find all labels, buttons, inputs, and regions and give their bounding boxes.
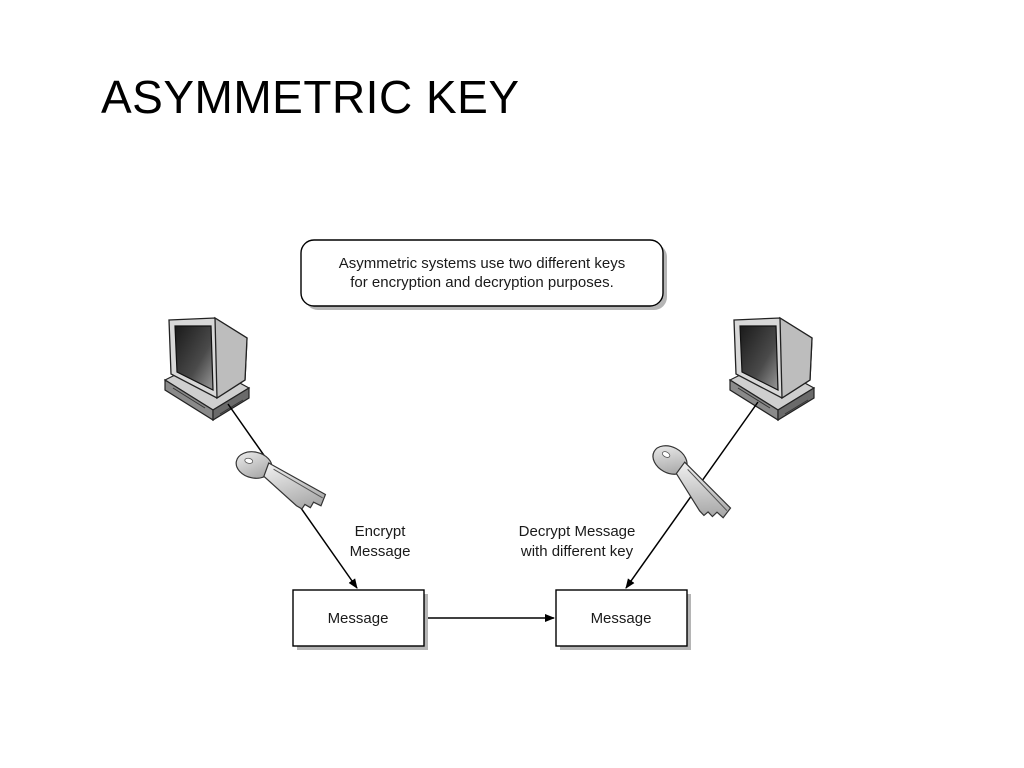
decryption-key-icon	[638, 439, 744, 526]
left-message-box: Message	[292, 589, 428, 650]
receiver-computer-icon	[729, 317, 815, 421]
decrypt-label-line-1: Decrypt Message	[519, 523, 636, 540]
callout-line-2: for encryption and decryption purposes.	[350, 274, 614, 291]
callout-line-1: Asymmetric systems use two different key…	[339, 255, 625, 272]
encrypt-label-line-1: Encrypt	[355, 523, 407, 540]
left-message-label: Message	[328, 610, 389, 627]
slide-title: ASYMMETRIC KEY	[101, 71, 520, 123]
right-message-box: Message	[555, 589, 691, 650]
encryption-key-icon	[228, 447, 332, 514]
sender-computer-icon	[164, 317, 250, 421]
encrypt-label-line-2: Message	[350, 543, 411, 560]
right-message-label: Message	[591, 610, 652, 627]
callout-box: Asymmetric systems use two different key…	[300, 239, 667, 310]
decrypt-label-line-2: with different key	[520, 543, 634, 560]
